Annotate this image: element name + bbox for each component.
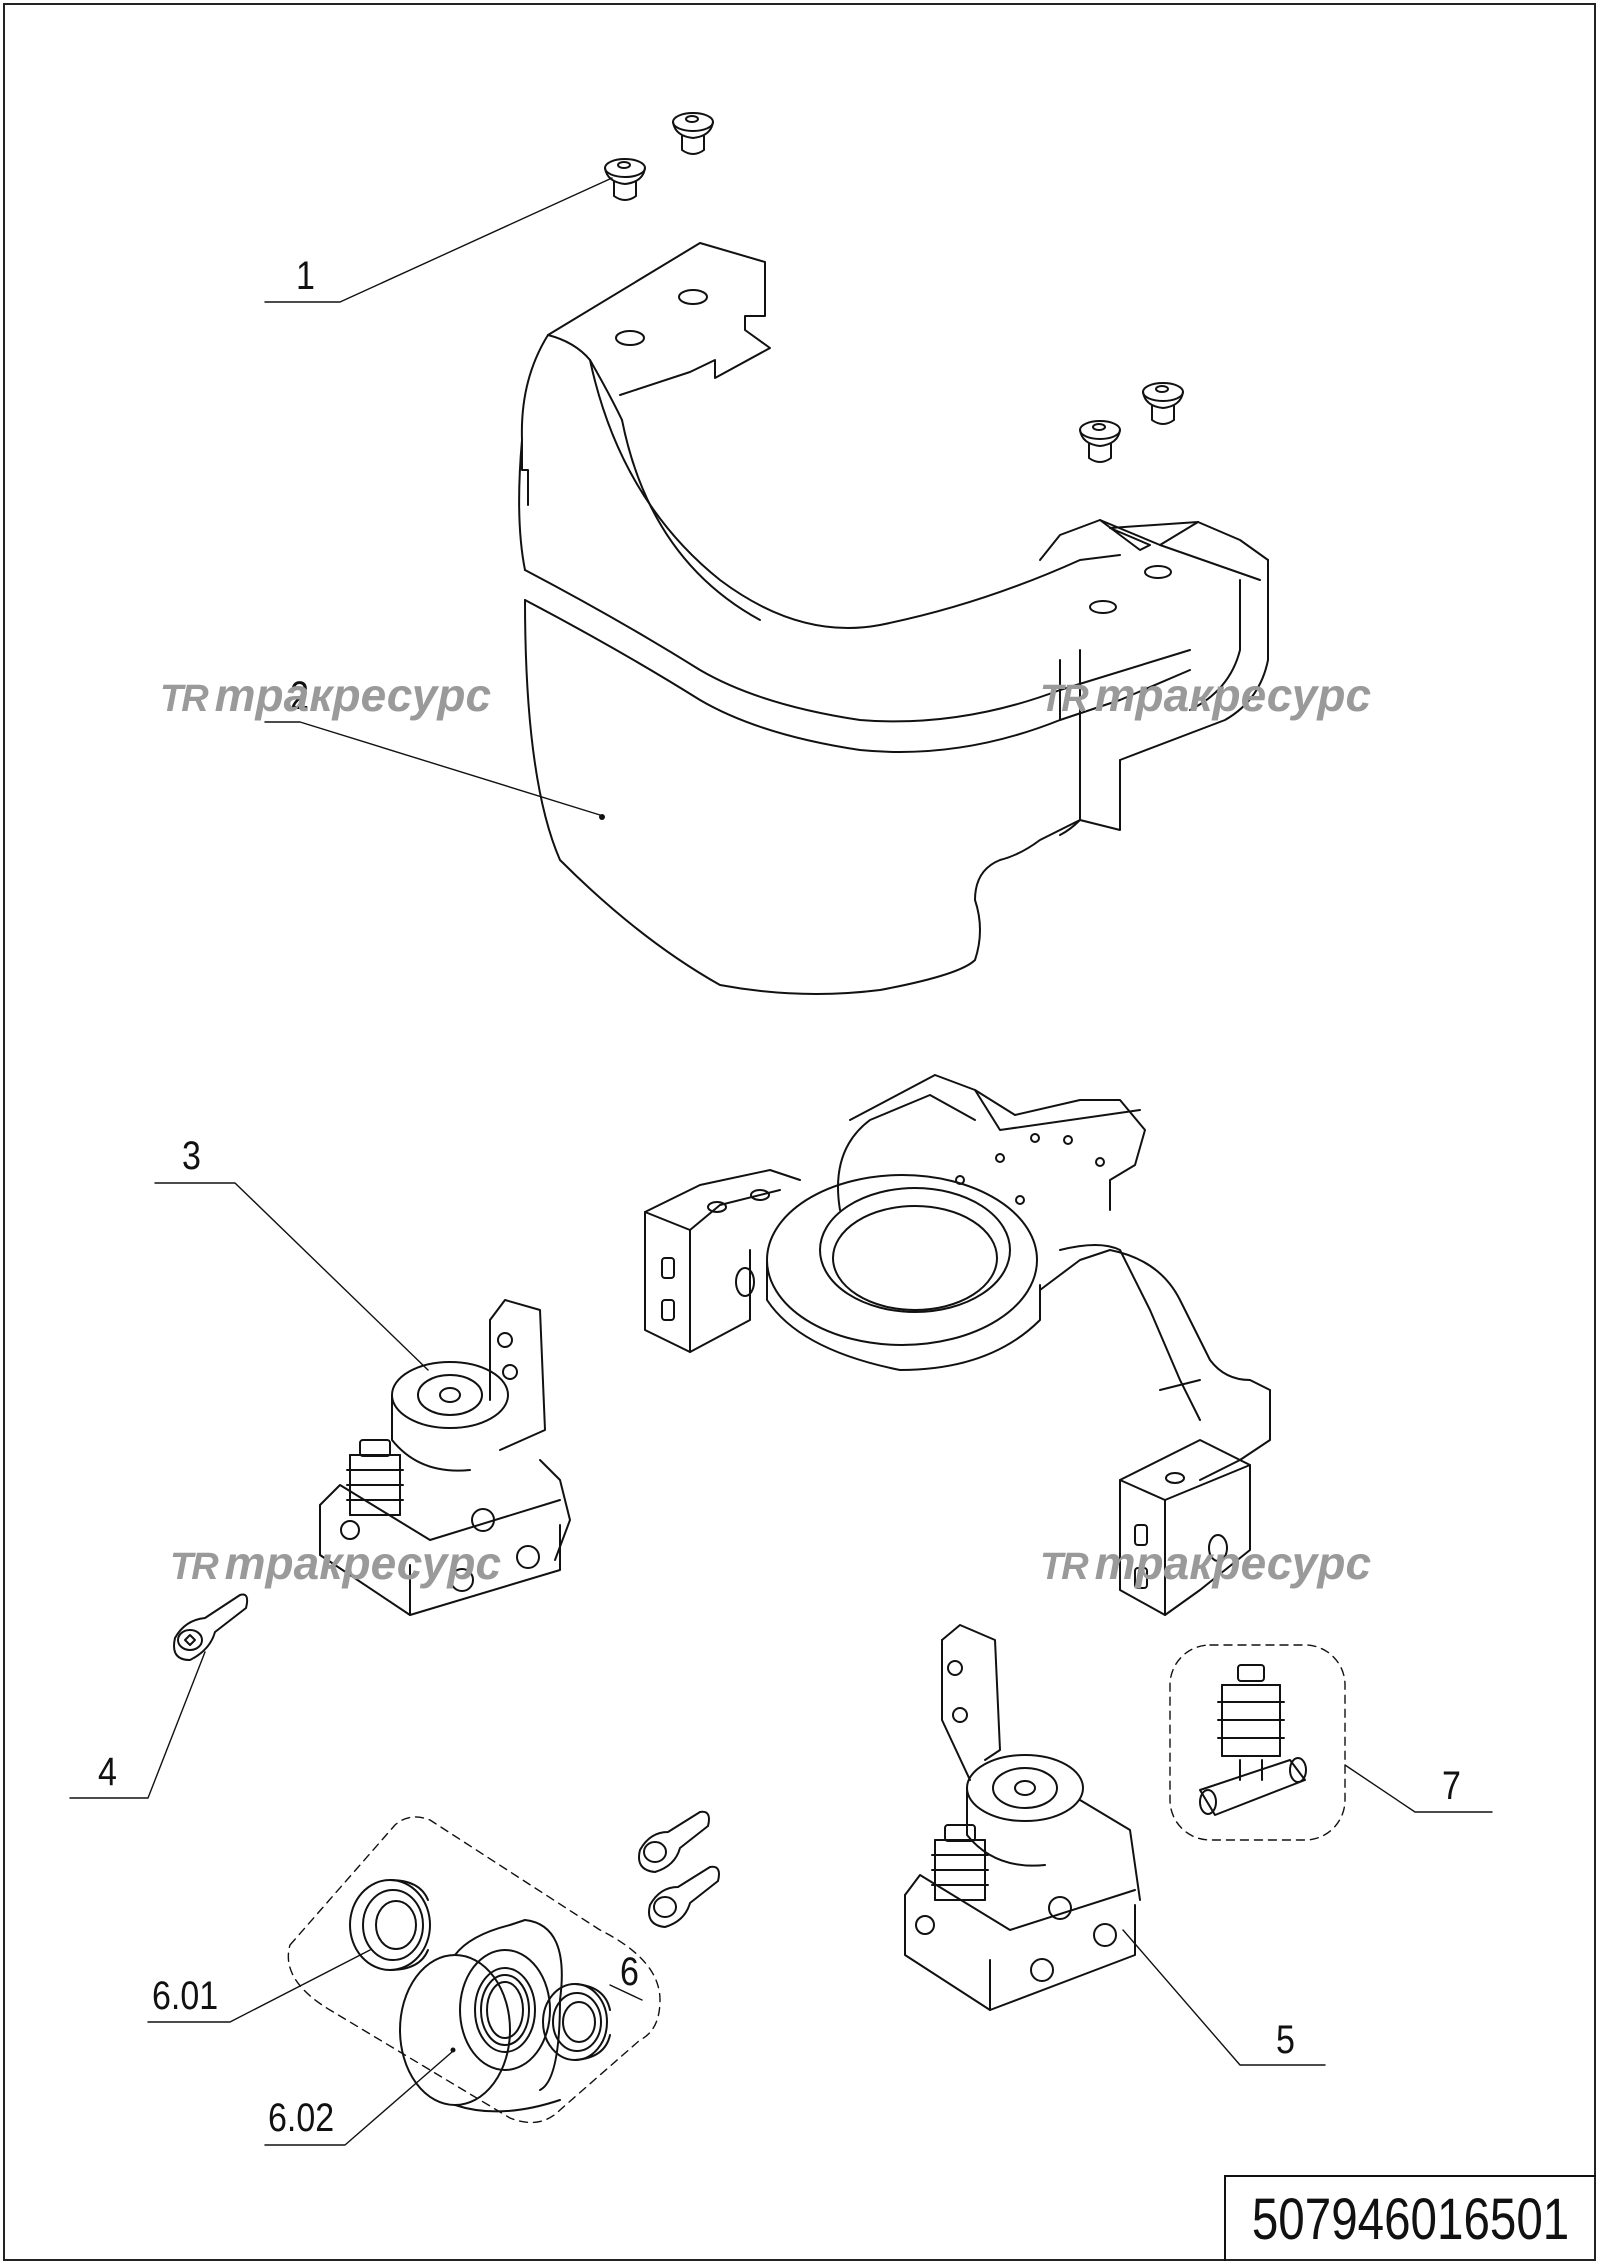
callout-5: 5 — [1276, 2018, 1295, 2062]
screw-part-1b — [672, 112, 714, 155]
drawing-frame — [3, 3, 1596, 2261]
spring-unit-part-7 — [1199, 1664, 1307, 1816]
document-number-box: 507946016501 — [1224, 2175, 1596, 2261]
roller-wheel-part-6-02 — [399, 1919, 563, 2113]
callout-3: 3 — [182, 1134, 201, 1178]
callout-1: 1 — [296, 254, 315, 298]
bearing-part-6-01-b — [542, 1983, 611, 2061]
leader-line-4 — [69, 1651, 206, 1799]
screw-part-1d — [1142, 382, 1184, 425]
wheel-carrier-part-3 — [319, 1299, 571, 1616]
bearing-part-6-01 — [349, 1879, 431, 1971]
cover-part-2 — [518, 242, 1269, 995]
watermark-logo: TR — [1040, 1546, 1089, 1588]
bolt-part-4 — [173, 1593, 249, 1661]
screw-cap-b — [648, 1865, 720, 1928]
leader-line-6-02 — [264, 2051, 453, 2146]
callout-6: 6 — [620, 1950, 639, 1994]
watermark-text: тракресурс — [214, 669, 492, 721]
callout-6-01: 6.01 — [152, 1974, 219, 2018]
wheel-carrier-part-5 — [904, 1624, 1141, 2011]
bogie-frame — [644, 1074, 1271, 1616]
leader-line-2 — [264, 721, 601, 816]
leader-line-1 — [264, 177, 613, 303]
leader-line-6-01 — [147, 1949, 371, 2023]
group-boundary-6 — [287, 1816, 661, 2124]
watermark-logo: TR — [170, 1546, 219, 1588]
callout-6-02: 6.02 — [268, 2096, 335, 2140]
watermark-text: тракресурс — [1094, 1537, 1372, 1589]
callout-4: 4 — [98, 1750, 117, 1794]
callout-2: 2 — [290, 674, 309, 718]
callout-7: 7 — [1442, 1764, 1461, 1808]
group-boundary-7 — [1169, 1644, 1346, 1841]
watermark-logo: TR — [160, 678, 209, 720]
screw-part-1a — [604, 158, 646, 201]
screw-part-1c — [1079, 420, 1121, 463]
document-number: 507946016501 — [1252, 2186, 1570, 2252]
watermark-logo: TR — [1040, 678, 1089, 720]
watermark-text: тракресурс — [224, 1537, 502, 1589]
leader-line-7 — [1344, 1764, 1493, 1813]
leader-line-5 — [1122, 1929, 1326, 2066]
leader-line-6 — [609, 1984, 643, 2001]
screw-cap-a — [638, 1810, 710, 1873]
leader-line-3 — [154, 1182, 429, 1371]
watermark-text: тракресурс — [1094, 669, 1372, 721]
